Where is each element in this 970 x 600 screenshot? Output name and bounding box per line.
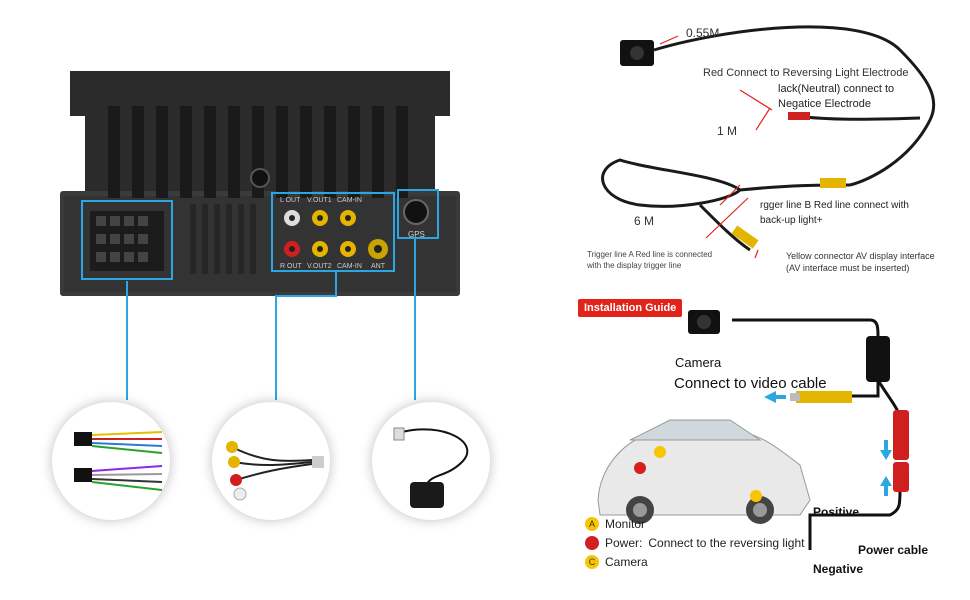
legend-label-power: Power: [605, 536, 642, 550]
length-label-6m: 6 M [634, 214, 654, 228]
negative-label: Negative [813, 562, 863, 576]
red-connect-label: Red Connect to Reversing Light Electrode [703, 67, 908, 79]
legend: A Monitor Power: Connect to the reversin… [585, 514, 804, 571]
power-cable-label: Power cable [858, 543, 928, 557]
rca-cable-icon [212, 402, 330, 520]
legend-badge-a: A [585, 517, 599, 531]
rca-cable-circle [212, 402, 330, 520]
legend-power-extra: Connect to the reversing light [648, 536, 804, 550]
yellow-connector-label: Yellow connector AV display interface (A… [786, 250, 935, 274]
black-line-label: lack(Neutral) connect to Negatice Electr… [778, 82, 894, 112]
legend-label-monitor: Monitor [605, 517, 645, 531]
legend-item-camera: C Camera [585, 552, 804, 571]
legend-label-camera: Camera [605, 555, 648, 569]
legend-badge-power [585, 536, 599, 550]
camera-wiring-diagram [560, 0, 970, 290]
length-label-1m: 1 M [717, 124, 737, 138]
length-label-055: 0.55M [686, 26, 719, 40]
car-cutaway-illustration [598, 420, 810, 524]
gps-antenna-icon [372, 402, 490, 520]
connect-video-label: Connect to video cable [674, 375, 827, 392]
legend-badge-c: C [585, 555, 599, 569]
trigger-b-label: rgger line B Red line connect with back-… [760, 198, 909, 228]
positive-label: Positive [813, 505, 859, 519]
camera-label: Camera [675, 355, 721, 370]
legend-item-monitor: A Monitor [585, 514, 804, 533]
wiring-harness-icon [52, 402, 170, 520]
gps-antenna-circle [372, 402, 490, 520]
harness-circle [52, 402, 170, 520]
legend-item-power: Power: Connect to the reversing light [585, 533, 804, 552]
trigger-a-label: Trigger line A Red line is connected wit… [587, 249, 712, 271]
